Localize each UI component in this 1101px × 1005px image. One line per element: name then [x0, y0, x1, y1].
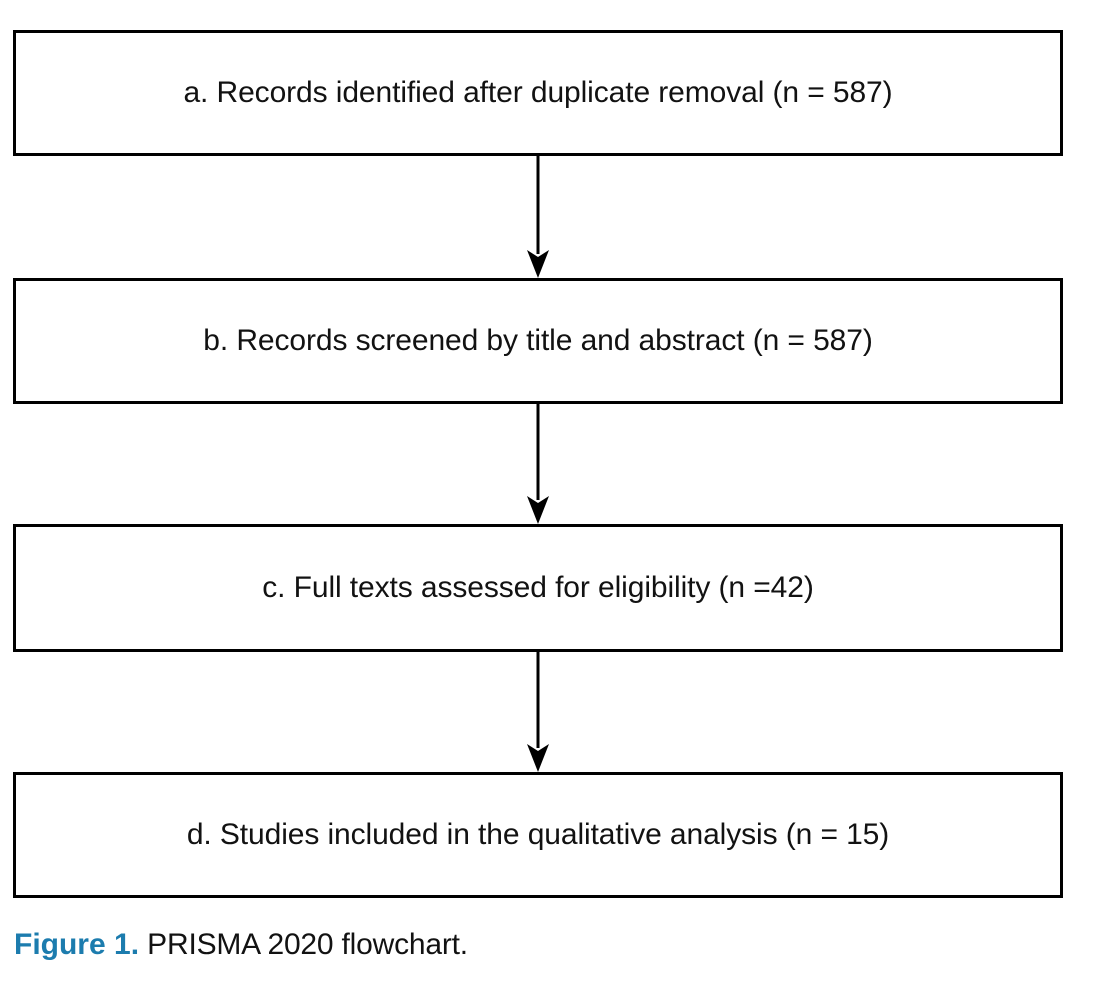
flowchart-box-b-label: b. Records screened by title and abstrac…: [203, 324, 873, 357]
figure-caption-text: PRISMA 2020 flowchart.: [139, 928, 468, 961]
flow-arrow-b-to-c: [512, 404, 564, 524]
flow-arrow-a-to-b: [512, 156, 564, 278]
flowchart-box-b: b. Records screened by title and abstrac…: [13, 278, 1063, 404]
flow-arrow-c-to-d: [512, 652, 564, 772]
flowchart-box-d-label: d. Studies included in the qualitative a…: [186, 818, 890, 851]
flowchart-box-a: a. Records identified after duplicate re…: [13, 30, 1063, 156]
figure-caption: Figure 1. PRISMA 2020 flowchart.: [14, 925, 468, 966]
flowchart-box-c-label: c. Full texts assessed for eligibility (…: [262, 571, 814, 604]
figure-caption-label: Figure 1.: [14, 928, 140, 961]
flowchart-box-c: c. Full texts assessed for eligibility (…: [13, 524, 1063, 652]
flowchart-box-a-label: a. Records identified after duplicate re…: [183, 76, 893, 109]
flowchart-box-d: d. Studies included in the qualitative a…: [13, 772, 1063, 898]
